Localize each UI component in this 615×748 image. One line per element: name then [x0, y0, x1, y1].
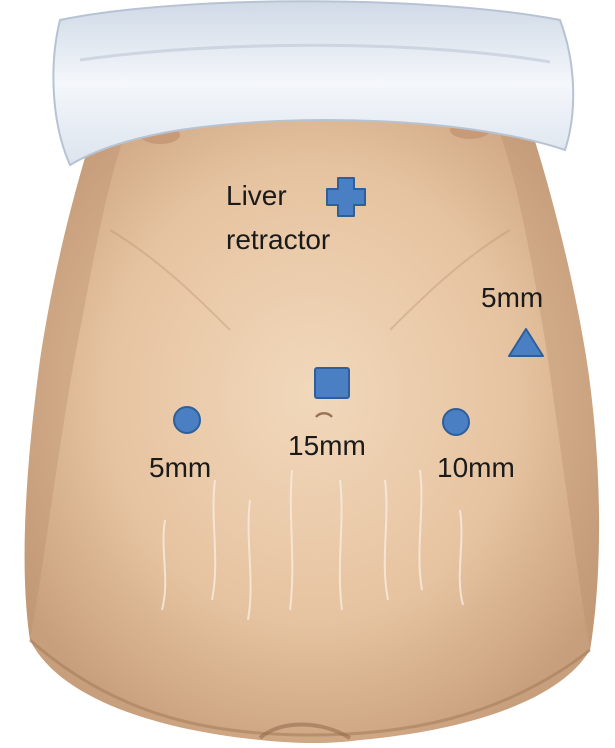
circle-icon [443, 409, 469, 435]
liver-retractor-label-line2: retractor [226, 222, 330, 258]
right-port-label: 10mm [437, 450, 515, 486]
left-lateral-port-label: 5mm [149, 450, 211, 486]
liver-retractor-label-line1: Liver [226, 178, 287, 214]
square-icon [315, 368, 349, 398]
torso-shape [25, 110, 599, 743]
upper-right-port-label: 5mm [481, 280, 543, 316]
umbilical-port-label: 15mm [288, 428, 366, 464]
circle-icon [174, 407, 200, 433]
